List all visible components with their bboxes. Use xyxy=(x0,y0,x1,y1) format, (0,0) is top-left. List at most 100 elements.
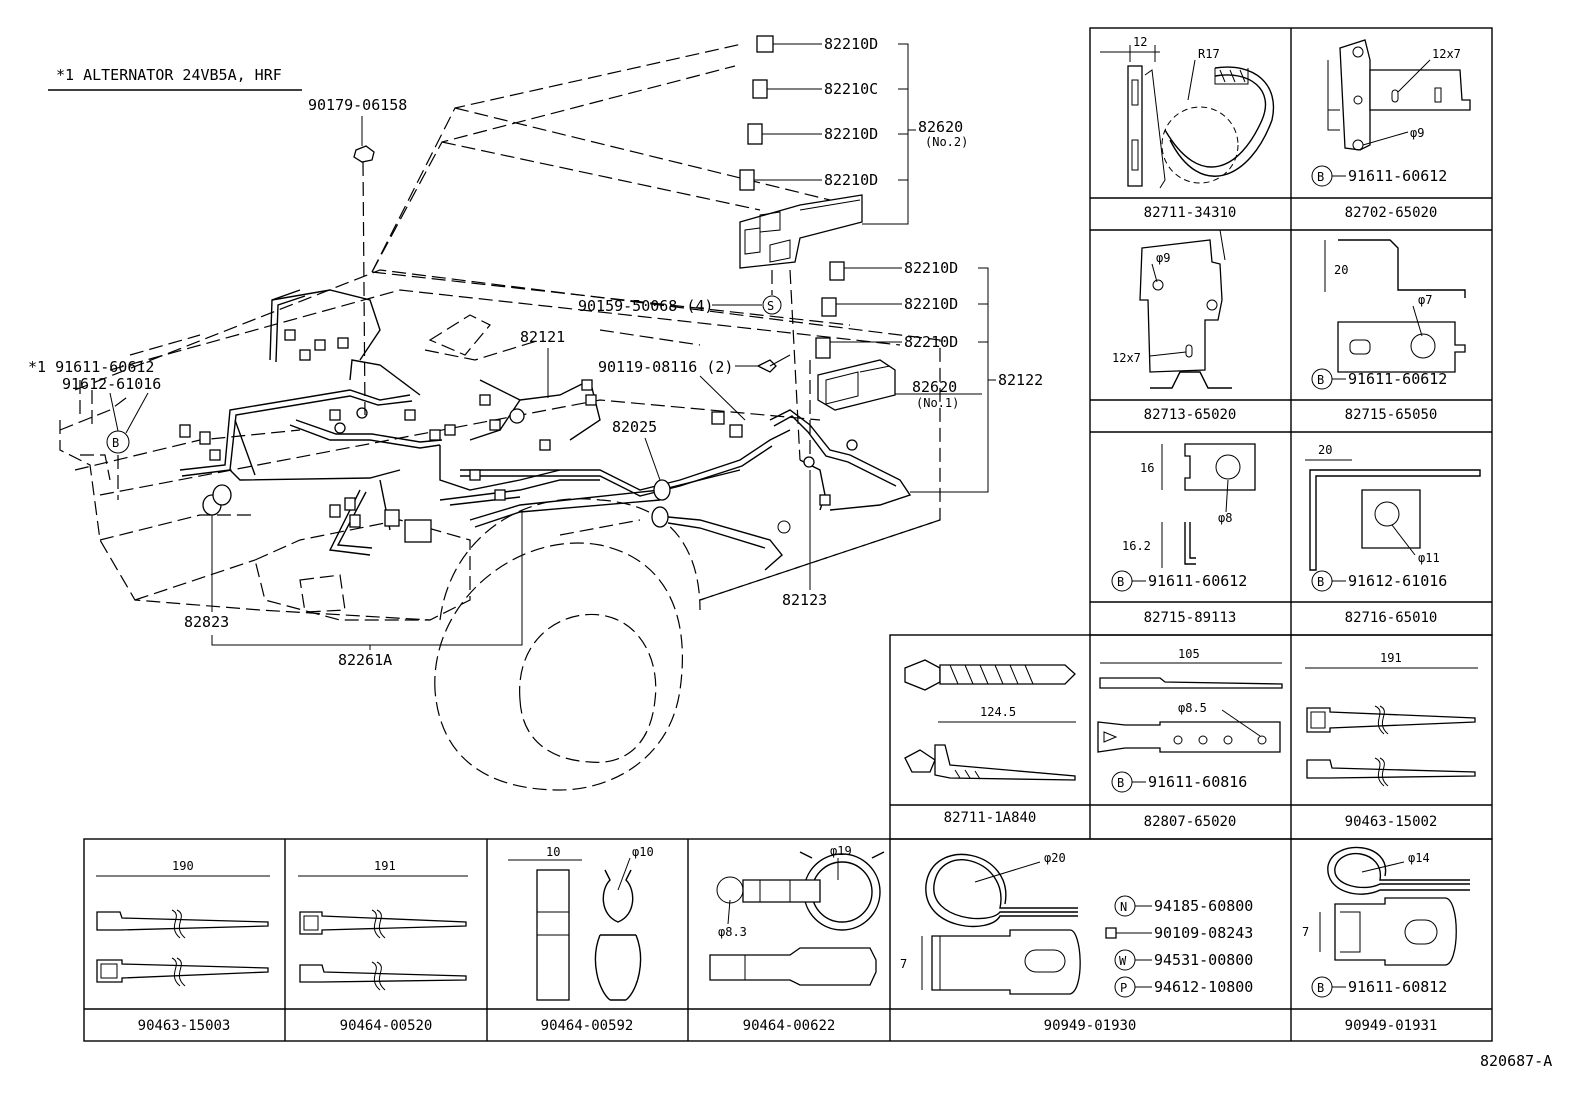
c12-dim-phi10: φ10 xyxy=(632,845,654,859)
c6-title: 82716-65010 xyxy=(1345,610,1438,626)
callout-82823: 82823 xyxy=(184,613,229,631)
b-marker-main: B xyxy=(112,436,119,450)
callout-90179-06158: 90179-06158 xyxy=(308,96,407,114)
c14-title: 90949-01930 xyxy=(1044,1018,1137,1034)
c6-part: 91612-61016 xyxy=(1348,572,1447,590)
c15-dim-7: 7 xyxy=(1302,925,1309,939)
c6-b-marker: B xyxy=(1317,575,1324,589)
cell-90464-00592: 10 φ10 90464-00592 xyxy=(508,845,654,1034)
wiring-harness-82122 xyxy=(469,409,912,571)
cell-90463-15002: 191 90463-15002 xyxy=(1305,651,1478,830)
c2-dim-12x7: 12x7 xyxy=(1432,47,1461,61)
callout-82210D-f: 82210D xyxy=(904,333,958,351)
c15-dim-phi14: φ14 xyxy=(1408,851,1430,865)
cell-90464-00622: φ19 φ8.3 90464-00622 xyxy=(709,844,885,1034)
c14-p-marker: P xyxy=(1120,981,1127,995)
c15-part: 91611-60812 xyxy=(1348,978,1447,996)
c2-title: 82702-65020 xyxy=(1345,205,1438,221)
callout-82025: 82025 xyxy=(612,418,657,436)
c5-title: 82715-89113 xyxy=(1144,610,1237,626)
callout-82620-no2-sub: (No.2) xyxy=(925,135,968,149)
c8-b-marker: B xyxy=(1117,776,1124,790)
callout-82210D-a: 82210D xyxy=(824,35,878,53)
relay-block-no1 xyxy=(809,261,896,460)
wiring-harness-82121 xyxy=(179,289,791,556)
callout-82210D-b: 82210D xyxy=(824,125,878,143)
callout-82261A: 82261A xyxy=(338,651,392,669)
c14-p-part: 94612-10800 xyxy=(1154,978,1253,996)
c10-dim-190: 190 xyxy=(172,859,194,873)
cell-82807-65020: 105 φ8.5 B 91611-60816 82807-65020 xyxy=(1097,647,1283,830)
cell-90464-00520: 191 90464-00520 xyxy=(298,859,468,1034)
cell-90463-15003: 190 90463-15003 xyxy=(96,859,270,1034)
c8-title: 82807-65020 xyxy=(1144,814,1237,830)
c10-title: 90463-15003 xyxy=(138,1018,231,1034)
c13-dim-phi19: φ19 xyxy=(830,844,852,858)
c5-dim-16: 16 xyxy=(1140,461,1154,475)
cell-82711-34310: 12 R17 82711-34310 xyxy=(1100,35,1275,221)
callout-90119-08116: 90119-08116 (2) xyxy=(598,358,733,376)
c12-dim-10: 10 xyxy=(546,845,560,859)
callout-82620-no1: 82620 xyxy=(912,378,957,396)
s-marker: S xyxy=(767,299,774,313)
c14-w-marker: W xyxy=(1119,954,1127,968)
alternator-note-text: *1 ALTERNATOR 24VB5A, HRF xyxy=(56,66,282,84)
c1-dim-12: 12 xyxy=(1133,35,1147,49)
c3-dim-12x7: 12x7 xyxy=(1112,351,1141,365)
callout-82122: 82122 xyxy=(998,371,1043,389)
callouts: 90179-06158 82210D 82210C 82210D 82210D … xyxy=(28,35,1043,669)
callout-82123: 82123 xyxy=(782,591,827,609)
c14-dim-7: 7 xyxy=(900,957,907,971)
c2-b-marker: B xyxy=(1317,170,1324,184)
callout-82210D-c: 82210D xyxy=(824,171,878,189)
c15-b-marker: B xyxy=(1317,981,1324,995)
c14-w-part: 94531-00800 xyxy=(1154,951,1253,969)
cell-82702-65020: 12x7 φ9 B 91611-60612 82702-65020 xyxy=(1311,39,1471,221)
c3-title: 82713-65020 xyxy=(1144,407,1237,423)
c14-n-part: 94185-60800 xyxy=(1154,897,1253,915)
c5-part: 91611-60612 xyxy=(1148,572,1247,590)
callout-91612-61016: 91612-61016 xyxy=(62,375,161,393)
relay-block-no2: S xyxy=(739,35,863,461)
callout-90159-50068: 90159-50068 (4) xyxy=(578,297,713,315)
cell-82713-65020: φ9 12x7 82713-65020 xyxy=(1112,229,1237,423)
cell-82711-1A840: 124.5 82711-1A840 xyxy=(904,659,1076,826)
c1-title: 82711-34310 xyxy=(1144,205,1237,221)
parts-table-grid xyxy=(83,27,1493,1042)
c9-dim-191: 191 xyxy=(1380,651,1402,665)
c2-part: 91611-60612 xyxy=(1348,167,1447,185)
c4-title: 82715-65050 xyxy=(1345,407,1438,423)
c4-b-marker: B xyxy=(1317,373,1324,387)
cell-82715-89113: 16 φ8 16.2 B 91611-60612 82715-89113 xyxy=(1111,443,1256,626)
callout-82210D-e: 82210D xyxy=(904,295,958,313)
c13-title: 90464-00622 xyxy=(743,1018,836,1034)
c13-dim-phi8-3: φ8.3 xyxy=(718,925,747,939)
c5-b-marker: B xyxy=(1117,575,1124,589)
c12-title: 90464-00592 xyxy=(541,1018,634,1034)
c8-dim-105: 105 xyxy=(1178,647,1200,661)
vehicle-illustration xyxy=(59,43,941,791)
c11-dim-191: 191 xyxy=(374,859,396,873)
c4-part: 91611-60612 xyxy=(1348,370,1447,388)
c14-n-marker: N xyxy=(1120,900,1127,914)
c6-dim-phi11: φ11 xyxy=(1418,551,1440,565)
c4-dim-20: 20 xyxy=(1334,263,1348,277)
c4-dim-phi7: φ7 xyxy=(1418,293,1432,307)
hardware-details: B xyxy=(106,145,791,500)
callout-82210C: 82210C xyxy=(824,80,878,98)
cell-90949-01931: φ14 7 B 91611-60812 90949-01931 xyxy=(1302,846,1470,1034)
c3-dim-phi9: φ9 xyxy=(1156,251,1170,265)
c7-title: 82711-1A840 xyxy=(944,810,1037,826)
c8-dim-phi8-5: φ8.5 xyxy=(1178,701,1207,715)
c9-title: 90463-15002 xyxy=(1345,814,1438,830)
c11-title: 90464-00520 xyxy=(340,1018,433,1034)
c7-dim-124-5: 124.5 xyxy=(980,705,1016,719)
callout-82210D-d: 82210D xyxy=(904,259,958,277)
figure-code: 820687-A xyxy=(1480,1052,1552,1070)
c5-dim-phi8: φ8 xyxy=(1218,511,1232,525)
callout-82121: 82121 xyxy=(520,328,565,346)
callout-91611-60612: *1 91611-60612 xyxy=(28,358,154,376)
cell-82715-65050: 20 φ7 B 91611-60612 82715-65050 xyxy=(1311,239,1466,423)
callout-82620-no2: 82620 xyxy=(918,118,963,136)
